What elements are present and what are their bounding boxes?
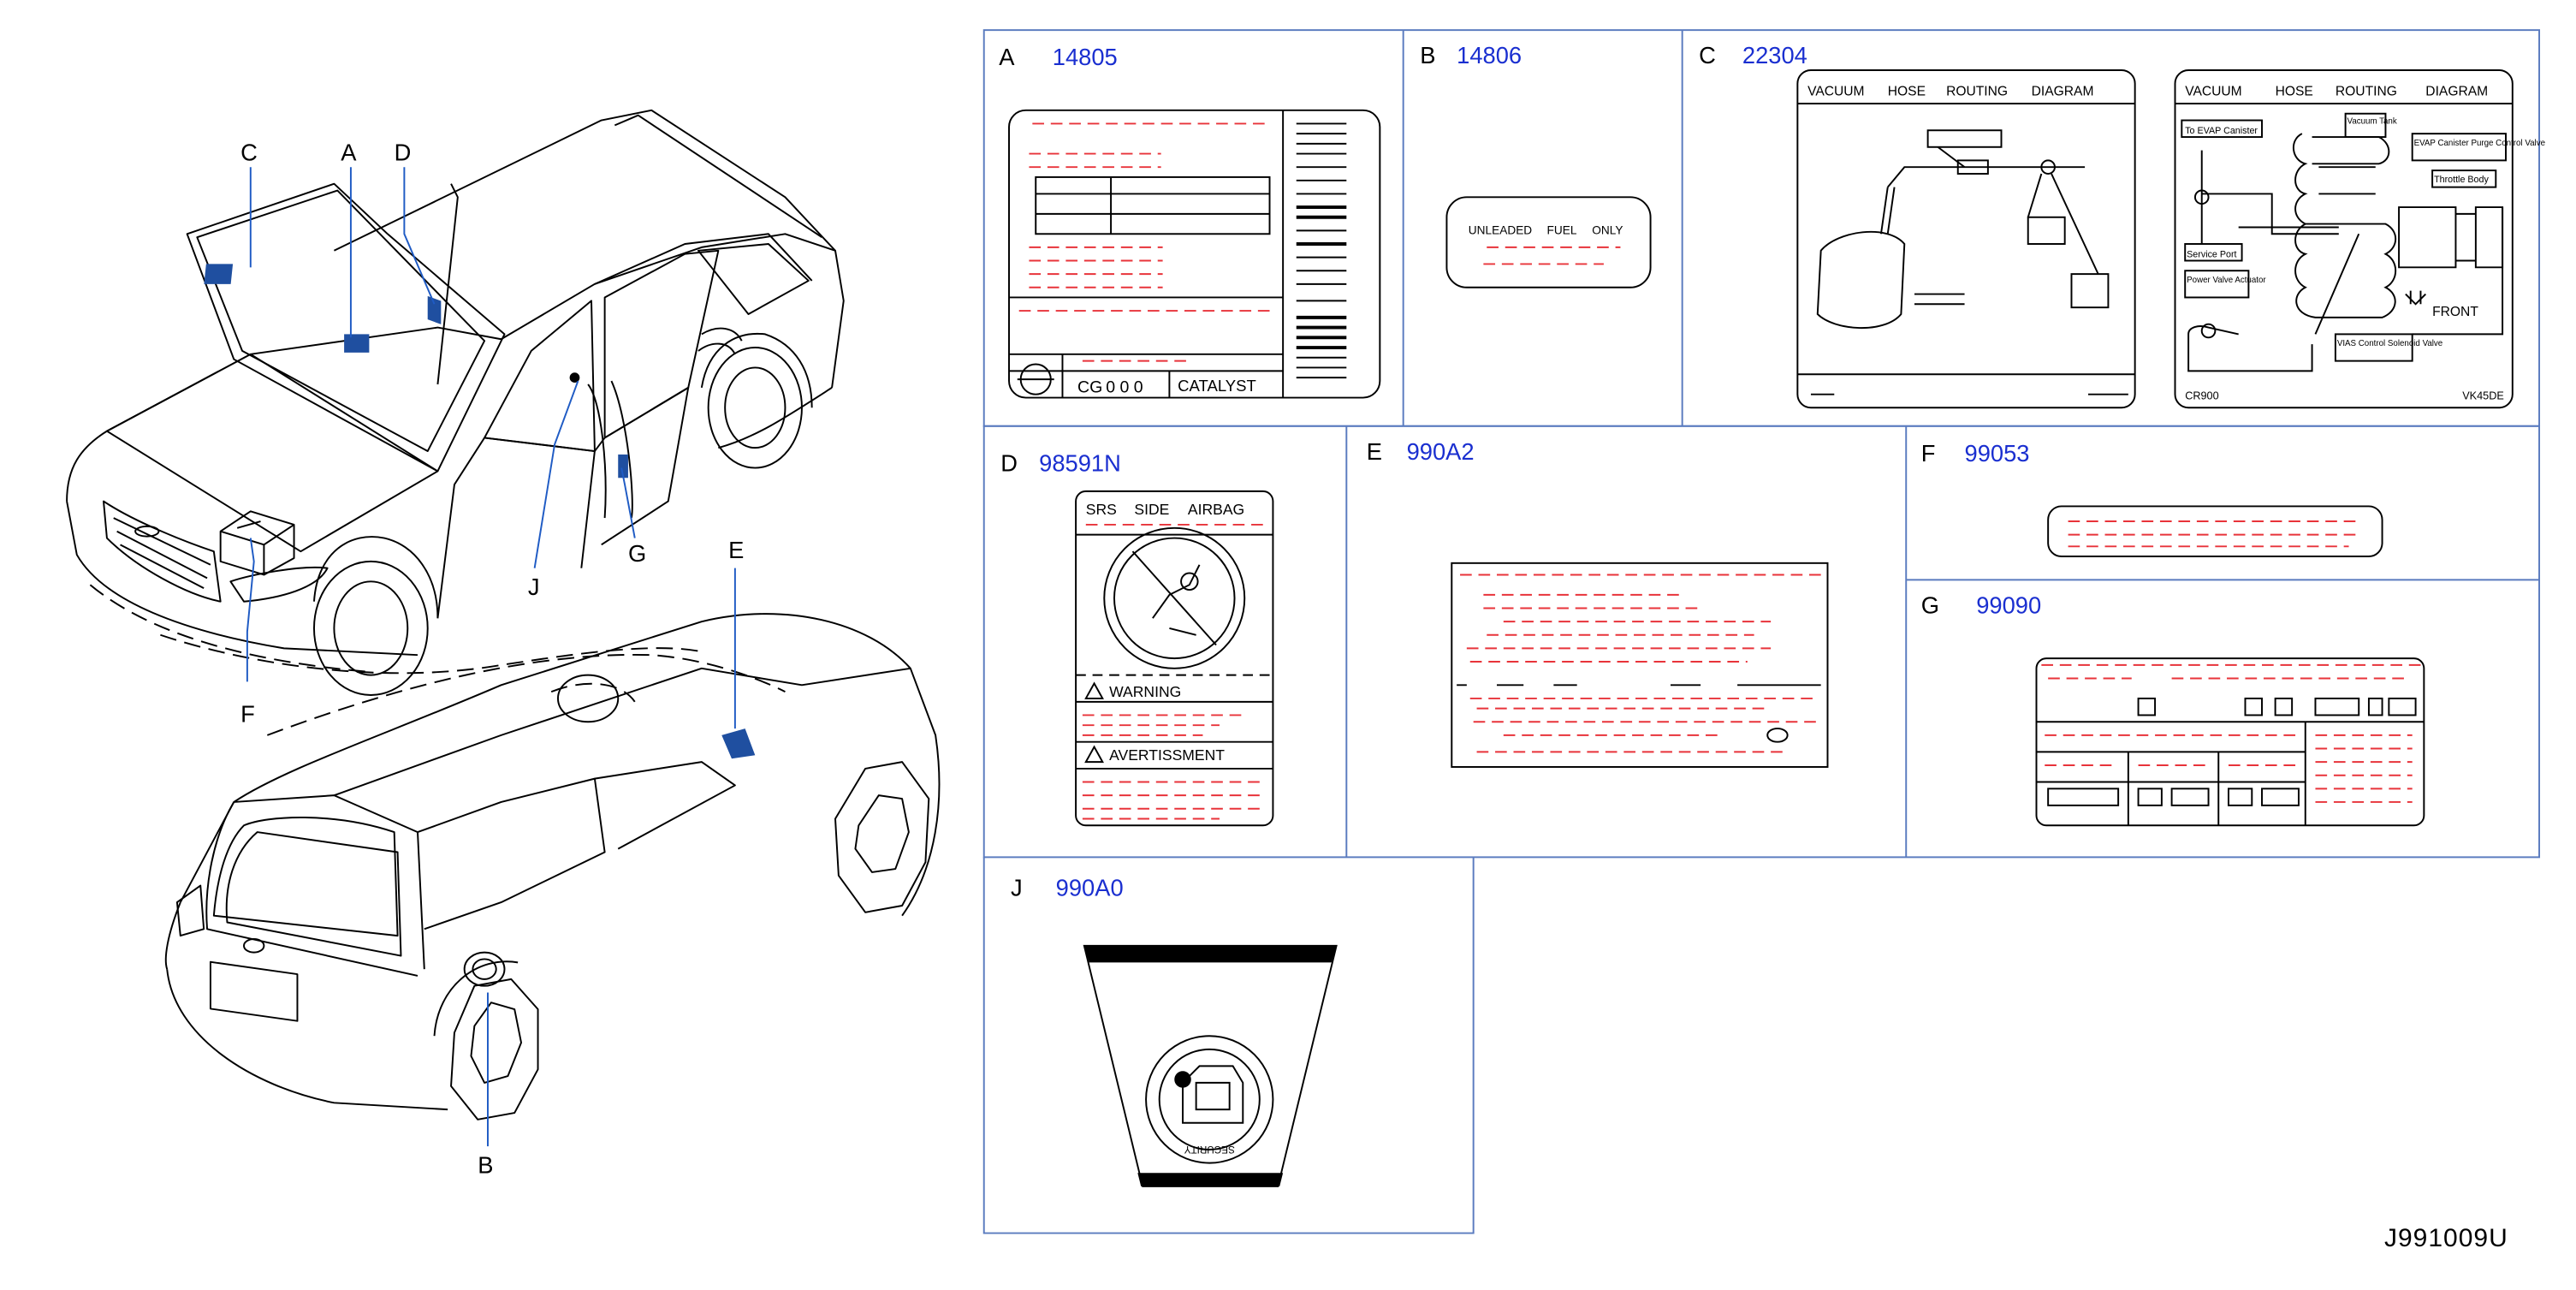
vacuum-diagram-detailed (2174, 69, 2514, 409)
label-panel-grid (982, 29, 2541, 1234)
airbag-word-1: SRS (1086, 501, 1117, 518)
avert-text: AVERTISSMENT (1109, 746, 1225, 764)
warning-text: WARNING (1109, 683, 1181, 700)
callout-b: B (478, 1151, 493, 1178)
vac2-head-3: ROUTING (2336, 84, 2397, 98)
evap-purge-label: EVAP Canister Purge Control Valve (2414, 139, 2545, 148)
callout-e: E (728, 537, 744, 563)
service-port-label: Service Port (2187, 250, 2236, 260)
panel-f: F 99053 (1921, 440, 2383, 557)
to-evap-label: To EVAP Canister (2185, 126, 2258, 136)
vac-head-3: ROUTING (1946, 84, 2008, 98)
vac2-head-1: VACUUM (2185, 84, 2242, 98)
panel-b: B 14806 UNLEADED FUEL ONLY (1420, 42, 1652, 288)
panel-d-number: 98591N (1039, 449, 1121, 476)
panel-f-letter: F (1921, 440, 1936, 467)
panel-a-letter: A (999, 44, 1015, 70)
panel-g-letter: G (1921, 591, 1939, 618)
brand-emblem-icon (1766, 728, 1789, 743)
panel-b-letter: B (1420, 42, 1435, 68)
security-curved-text: SECURITY (1184, 1144, 1234, 1155)
airbag-word-2: SIDE (1134, 501, 1169, 518)
catalyst-label (1008, 109, 1381, 399)
avert-triangle-icon (1084, 745, 1104, 764)
fuel-word-2: FUEL (1547, 223, 1577, 236)
car-front-illustration (66, 109, 845, 697)
vac-head-4: DIAGRAM (2032, 84, 2094, 98)
fuel-word-3: ONLY (1592, 223, 1623, 236)
callout-a: A (341, 139, 357, 165)
fuel-label (1445, 196, 1652, 288)
vac2-head-2: HOSE (2276, 84, 2313, 98)
diagram-code: J991009U (2384, 1224, 2508, 1252)
front-label: FRONT (2432, 305, 2478, 319)
callout-g: G (628, 540, 646, 567)
catalyst-text: CATALYST (1178, 377, 1256, 395)
panel-a-number: 14805 (1053, 44, 1118, 70)
vac2-head-4: DIAGRAM (2425, 84, 2488, 98)
airbag-label (1075, 490, 1274, 827)
panel-c-number: 22304 (1742, 42, 1807, 68)
panel-c-letter: C (1699, 42, 1716, 68)
panel-j-number: 990A0 (1056, 874, 1124, 901)
fuel-word-1: UNLEADED (1469, 223, 1533, 236)
panel-b-number: 14806 (1457, 42, 1522, 68)
callout-c: C (240, 139, 258, 165)
panel-e-letter: E (1367, 438, 1382, 465)
vacuum-tank-label: Vacuum Tank (2347, 116, 2397, 126)
panel-f-number: 99053 (1965, 440, 2030, 467)
vac-head-2: HOSE (1888, 84, 1926, 98)
callout-j: J (528, 574, 540, 600)
vias-label: VIAS Control Solenoid Valve (2337, 339, 2442, 348)
panel-j-letter: J (1011, 874, 1023, 901)
panel-e-number: 990A2 (1407, 438, 1475, 465)
vacuum-diagram-simple (1796, 69, 2136, 409)
panel-g-number: 99090 (1976, 591, 2041, 618)
lock-shield-icon (1182, 1065, 1244, 1124)
barcode (1296, 122, 1347, 379)
callout-d: D (395, 139, 412, 165)
vac-code-right: VK45DE (2462, 390, 2504, 402)
info-label-f (2047, 505, 2383, 557)
vac-head-1: VACUUM (1807, 84, 1865, 98)
panel-d-letter: D (1000, 449, 1018, 476)
panel-j: J 990A0 SECURITY (1011, 874, 1338, 1187)
airbag-word-3: AIRBAG (1188, 501, 1244, 518)
panel-c: C 22304 VACUUM HOSE ROUTING DIAGRAM VACU… (1699, 42, 2545, 409)
throttle-label: Throttle Body (2434, 175, 2489, 185)
tire-info-label (2035, 657, 2425, 827)
car-rear-illustration (164, 568, 941, 1147)
warning-triangle-icon (1084, 681, 1104, 699)
panel-d: D 98591N SRS SIDE AIRBAG WARNING AVERTIS… (1000, 449, 1274, 827)
panel-e: E 990A2 (1367, 438, 1829, 768)
vac-code-left: CR900 (2185, 390, 2218, 402)
power-valve-label: Power Valve Actuator (2187, 276, 2266, 285)
info-label-e (1451, 562, 1829, 768)
no-child-seat-icon (1103, 526, 1246, 669)
panel-g: G 99090 (1921, 591, 2425, 827)
callout-f: F (240, 700, 255, 727)
